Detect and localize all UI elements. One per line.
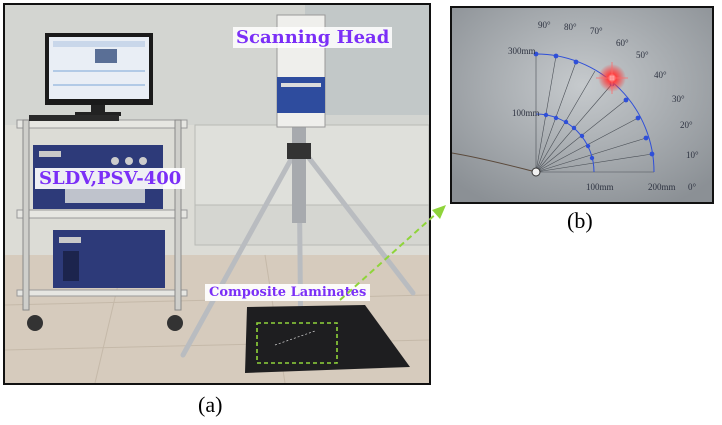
sensor-layout-scene: 90° 80° 70° 60° 50° 40° 30° 20° 10° 0° 3… bbox=[452, 8, 712, 202]
acquisition-unit bbox=[53, 230, 165, 288]
angle-label-30: 30° bbox=[672, 94, 685, 104]
angle-label-0: 0° bbox=[688, 182, 697, 192]
actuator-origin bbox=[531, 167, 541, 177]
tripod-center-shaft bbox=[287, 123, 311, 223]
distance-label-100-bottom: 100mm bbox=[586, 182, 614, 192]
photo-experimental-setup: Scanning Head SLDV,PSV-400 Composite Lam… bbox=[3, 3, 431, 385]
distance-label-200-bottom: 200mm bbox=[648, 182, 676, 192]
setup-scene bbox=[5, 5, 429, 383]
distance-label-100-left: 100mm bbox=[512, 108, 540, 118]
distance-labels: 300mm 100mm 100mm 200mm bbox=[508, 46, 676, 192]
composite-plate bbox=[245, 305, 410, 373]
sensor-markers-inner bbox=[543, 112, 595, 161]
angle-label-50: 50° bbox=[636, 50, 649, 60]
scanning-head-label: Scanning Head bbox=[233, 27, 393, 48]
laser-spot bbox=[596, 62, 628, 94]
caption-b: (b) bbox=[567, 208, 593, 233]
angle-label-70: 70° bbox=[590, 26, 603, 36]
sldv-label: SLDV,PSV-400 bbox=[35, 168, 186, 189]
equipment-cart bbox=[16, 119, 188, 331]
distance-label-300: 300mm bbox=[508, 46, 536, 56]
angle-label-90: 90° bbox=[538, 20, 551, 30]
angle-labels: 90° 80° 70° 60° 50° 40° 30° 20° 10° 0° bbox=[538, 20, 699, 192]
angle-label-40: 40° bbox=[654, 70, 667, 80]
angle-label-80: 80° bbox=[564, 22, 577, 32]
angle-label-60: 60° bbox=[616, 38, 629, 48]
photo-sensor-layout: 90° 80° 70° 60° 50° 40° 30° 20° 10° 0° 3… bbox=[450, 6, 714, 204]
angle-label-20: 20° bbox=[680, 120, 693, 130]
caption-a: (a) bbox=[198, 392, 223, 417]
angle-label-10: 10° bbox=[686, 150, 699, 160]
monitor bbox=[29, 33, 153, 121]
composite-laminates-label: Composite Laminates bbox=[205, 284, 371, 301]
